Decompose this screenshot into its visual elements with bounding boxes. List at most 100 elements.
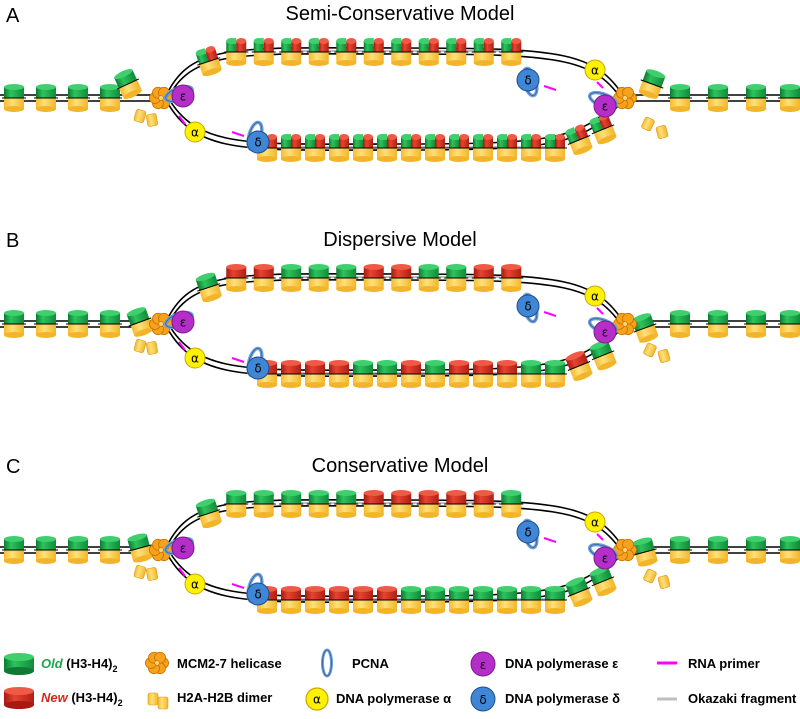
nucleosome	[565, 577, 593, 607]
pol-delta-icon: δ	[246, 130, 270, 154]
nucleosome	[499, 490, 524, 518]
nucleosome	[251, 264, 276, 292]
nucleosome	[327, 360, 351, 388]
legend-okazaki: Okazaki fragment	[688, 691, 797, 706]
pol-alpha-icon: α	[584, 285, 606, 307]
pol-alpha-symbol: α	[591, 516, 599, 530]
nucleosome	[471, 490, 496, 518]
nucleosome	[375, 360, 399, 388]
nucleosome	[778, 310, 800, 338]
pol-epsilon-symbol: ε	[180, 316, 187, 330]
h2a-h2b-dimer	[157, 696, 169, 710]
nucleosome	[499, 38, 524, 66]
h2a-h2b-dimer	[643, 342, 657, 358]
nucleosome	[399, 134, 423, 162]
legend-pol-delta: DNA polymerase δ	[505, 691, 620, 706]
nucleosome	[34, 84, 58, 112]
nucleosome	[744, 310, 768, 338]
pol-alpha-symbol: α	[191, 578, 199, 592]
nucleosome	[495, 134, 519, 162]
nucleosome	[375, 586, 399, 614]
legend-new-word: New	[41, 690, 69, 705]
pol-delta-icon: δ	[516, 294, 540, 318]
legend-new: New (H3-H4)2	[41, 690, 123, 708]
nucleosome	[2, 310, 26, 338]
legend-old: Old (H3-H4)2	[41, 656, 118, 674]
pol-epsilon-symbol: ε	[180, 90, 187, 104]
rna-primer	[231, 583, 245, 589]
nucleosome	[195, 498, 222, 529]
nucleosome	[444, 490, 469, 518]
panel-title: Dispersive Model	[323, 229, 476, 251]
pol-alpha-symbol: α	[591, 64, 599, 78]
new-histone-icon	[4, 687, 34, 709]
nucleosome	[706, 536, 730, 564]
nucleosome	[778, 536, 800, 564]
nucleosome	[471, 134, 495, 162]
rna-primer	[178, 341, 186, 351]
legend-helicase: MCM2-7 helicase	[177, 656, 282, 671]
panel-title: Conservative Model	[312, 455, 489, 477]
pol-epsilon-icon: ε	[593, 94, 617, 118]
nucleosome	[744, 84, 768, 112]
nucleosome	[195, 272, 222, 303]
nucleosome	[416, 264, 441, 292]
rna-primer	[543, 311, 557, 317]
legend-new-histone: (H3-H4)	[68, 690, 118, 705]
pol-epsilon-icon: ε	[171, 84, 195, 108]
nucleosome	[447, 360, 471, 388]
nucleosome	[279, 586, 303, 614]
nucleosome	[251, 490, 276, 518]
pol-alpha-icon: α	[305, 687, 329, 711]
pol-epsilon-symbol: ε	[602, 100, 609, 114]
nucleosome	[98, 310, 122, 338]
nucleosome	[565, 124, 593, 155]
rna-primer	[596, 307, 604, 315]
nucleosome	[499, 264, 524, 292]
nucleosome	[399, 360, 423, 388]
pol-epsilon-icon: ε	[593, 546, 617, 570]
pol-alpha-symbol: α	[591, 290, 599, 304]
rna-primer	[596, 533, 604, 541]
legend: Old (H3-H4)2 New (H3-H4)2 MCM2-7 helicas…	[4, 648, 797, 712]
nucleosome	[327, 586, 351, 614]
nucleosome	[471, 264, 496, 292]
nucleosome	[471, 586, 495, 614]
nucleosome	[519, 134, 543, 162]
nucleosome	[351, 586, 375, 614]
nucleosome	[744, 536, 768, 564]
helicase-icon	[613, 86, 637, 110]
nucleosome	[668, 536, 692, 564]
pol-alpha-icon: α	[184, 121, 206, 143]
h2a-h2b-dimer	[657, 575, 671, 589]
h2a-h2b-dimer	[643, 568, 657, 584]
pol-epsilon-symbol: ε	[602, 326, 609, 340]
nucleosome	[279, 38, 304, 66]
nucleosome	[495, 360, 519, 388]
rna-primer	[543, 537, 557, 543]
nucleosome	[519, 360, 543, 388]
old-histone-icon	[4, 653, 34, 675]
nucleosome	[399, 586, 423, 614]
pol-alpha-icon: α	[584, 59, 606, 81]
nucleosome	[361, 38, 386, 66]
nucleosome	[98, 84, 122, 112]
pol-delta-symbol: δ	[524, 526, 531, 540]
nucleosome	[126, 307, 154, 337]
nucleosome	[416, 490, 441, 518]
nucleosome	[334, 38, 359, 66]
nucleosome	[66, 536, 90, 564]
h2a-h2b-dimer	[133, 109, 147, 123]
legend-old-subscript: 2	[113, 664, 118, 674]
nucleosome	[361, 264, 386, 292]
pol-alpha-symbol: α	[191, 352, 199, 366]
legend-pcna: PCNA	[352, 656, 389, 671]
nucleosome	[303, 134, 327, 162]
h2a-h2b-dimer	[146, 567, 158, 581]
pol-epsilon-icon: ε	[470, 651, 496, 677]
rna-primer	[231, 131, 245, 137]
rna-primer	[178, 115, 186, 125]
